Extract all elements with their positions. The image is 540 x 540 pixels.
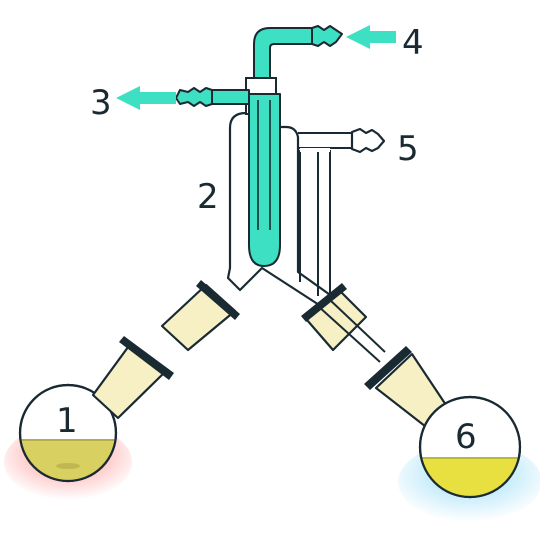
label-water-in: 4: [402, 23, 424, 63]
vacuum-hose-barb: [350, 127, 386, 154]
label-vacuum-adapter: 5: [397, 129, 419, 169]
still-head-left-joint: [160, 280, 240, 352]
water-out-arrow: [116, 86, 176, 110]
distillation-flask: [18, 383, 118, 483]
condenser-coolant: [175, 25, 343, 267]
label-water-out: 3: [90, 83, 112, 123]
label-still-head: 2: [197, 177, 219, 217]
left-flask-joint: [91, 336, 174, 420]
label-flask-receiver: 6: [455, 417, 477, 457]
still-head-right-joint: [301, 283, 386, 363]
water-in-arrow: [346, 25, 396, 49]
label-flask-source: 1: [56, 401, 78, 441]
still-head: [226, 77, 355, 314]
